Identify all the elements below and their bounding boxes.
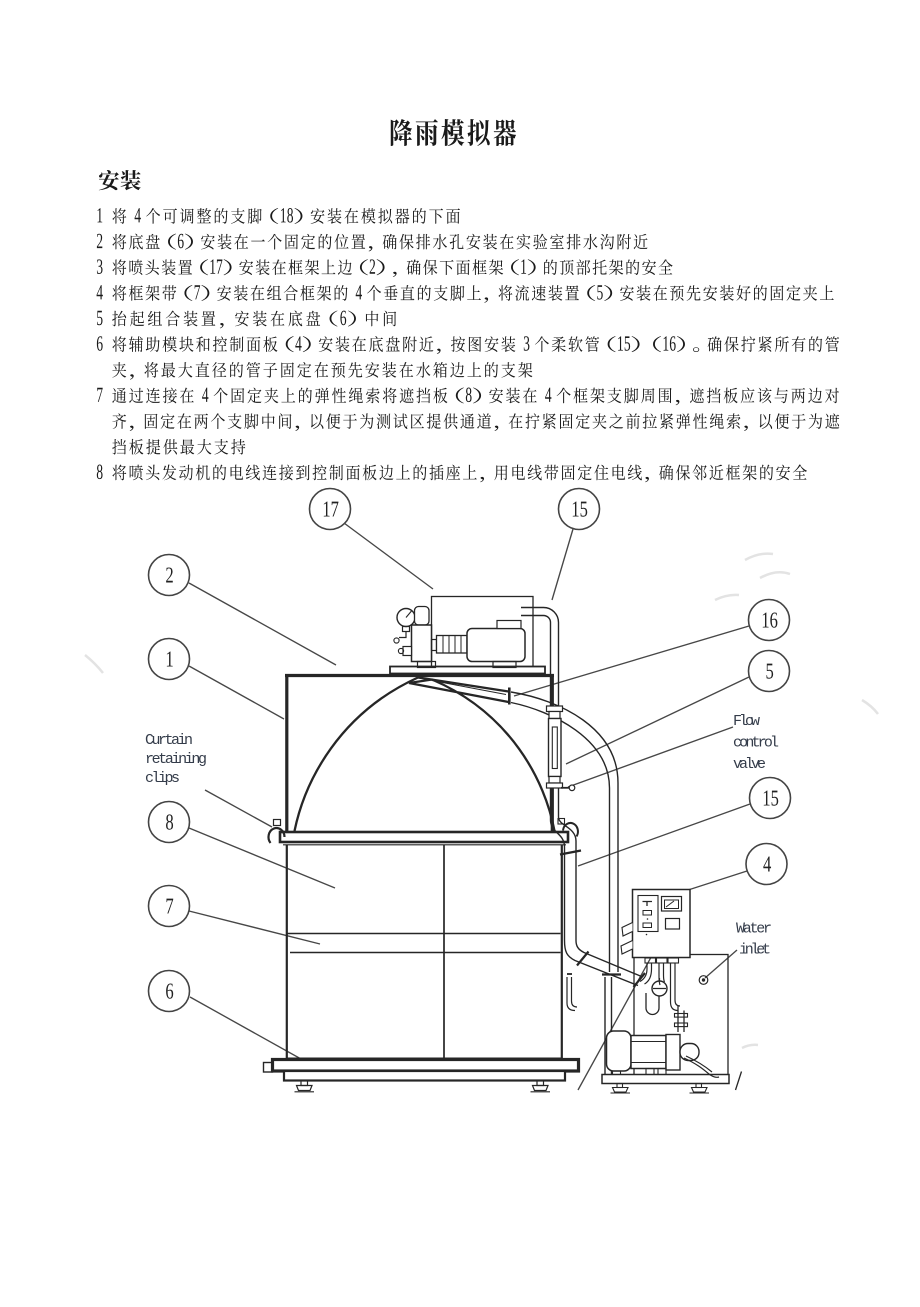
svg-text:inlet: inlet (739, 942, 771, 959)
svg-text:retaining: retaining (145, 751, 207, 768)
svg-text:Curtain: Curtain (145, 732, 193, 749)
svg-text:Water: Water (736, 921, 772, 938)
svg-text:control: control (733, 735, 779, 752)
svg-text:clips: clips (145, 770, 180, 787)
svg-text:Flow: Flow (733, 713, 760, 730)
svg-text:valve: valve (733, 756, 766, 773)
